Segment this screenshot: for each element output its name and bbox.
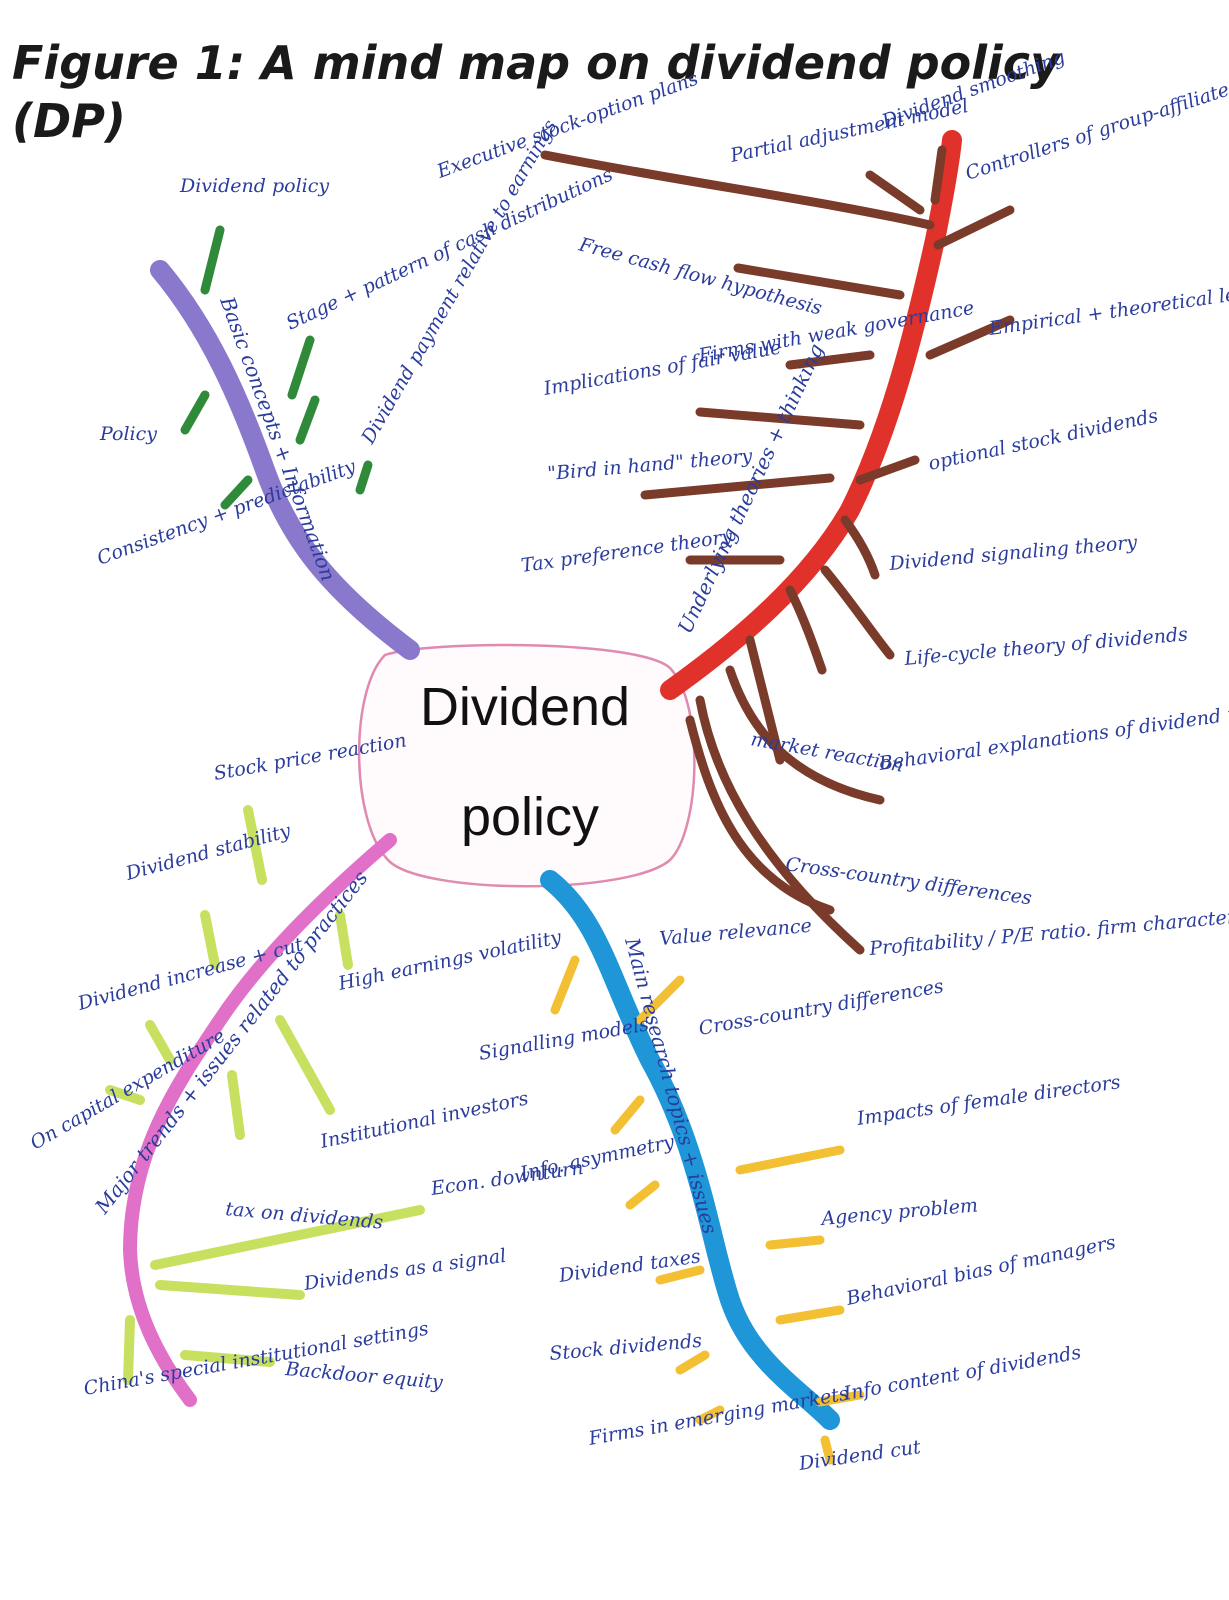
leaf-cross-country-research: Cross-country differences: [697, 975, 945, 1040]
leaf-cross-country-theories: Cross-country differences: [784, 853, 1033, 909]
basic-leaf-strokes: [180, 225, 373, 510]
branch-label-basic: Basic concepts + Information: [215, 293, 341, 585]
leaf-life-cycle: Life-cycle theory of dividends: [903, 623, 1189, 670]
leaf-agency-problem: Agency problem: [819, 1194, 979, 1230]
leaf-signalling-models: Signalling models: [477, 1013, 651, 1065]
central-title-line2: policy: [461, 787, 599, 847]
leaf-high-earnings: High earnings volatility: [335, 926, 563, 995]
leaf-policy: Policy: [99, 423, 157, 445]
leaf-dividend-policy: Dividend policy: [179, 175, 329, 197]
central-title-line1: Dividend: [420, 677, 630, 737]
leaf-dividends-signal: Dividends as a signal: [302, 1245, 508, 1295]
leaf-stock-dividends: Stock dividends: [549, 1330, 703, 1365]
leaf-bird-in-hand: "Bird in hand" theory: [547, 445, 754, 485]
leaf-emerging-markets: Firms in emerging markets: [586, 1382, 850, 1450]
leaf-profitability: Profitability / P/E ratio. firm characte…: [868, 902, 1229, 960]
leaf-behavioral-bias: Behavioral bias of managers: [843, 1231, 1117, 1310]
leaf-optional-stock: optional stock dividends: [926, 405, 1160, 475]
leaf-backdoor-equity: Backdoor equity: [284, 1358, 444, 1394]
central-node: Dividend policy: [357, 643, 696, 888]
leaf-econ-downturn: Econ. downturn: [429, 1157, 585, 1200]
theories-leaf-strokes: [540, 145, 1015, 955]
leaf-institutional-investors: Institutional investors: [317, 1087, 530, 1153]
leaf-value-relevance: Value relevance: [659, 915, 813, 950]
branch-label-trends: Major trends + issues related to practic…: [89, 866, 372, 1219]
leaf-dividend-signaling: Dividend signaling theory: [888, 531, 1139, 575]
leaf-controllers: Controllers of group-affiliated companie…: [963, 41, 1229, 185]
leaf-tax-on-dividends: tax on dividends: [225, 1198, 385, 1234]
leaf-behavioral-explanations: Behavioral explanations of dividend poli…: [877, 696, 1229, 775]
leaf-dividend-stability: Dividend stability: [123, 820, 294, 885]
leaf-info-content: Info content of dividends: [841, 1341, 1083, 1405]
figure-title: Figure 1: A mind map on dividend policy …: [12, 36, 1061, 148]
research-leaf-strokes: [550, 955, 865, 1465]
leaf-dividend-taxes: Dividend taxes: [557, 1245, 703, 1287]
leaf-fair-value: Implications of fair value: [541, 336, 783, 400]
leaf-dividend-smoothing: Dividend smoothing: [878, 46, 1068, 133]
branch-label-research: Main research topics + issues: [620, 934, 723, 1236]
leaf-female-directors: Impacts of female directors: [855, 1071, 1122, 1130]
leaf-empirical: Empirical + theoretical levels: [987, 278, 1229, 340]
trends-leaf-strokes: [105, 805, 425, 1385]
leaf-dividend-cut: Dividend cut: [797, 1436, 923, 1475]
leaf-executive-stock: Executive stock-option plans: [433, 68, 701, 184]
